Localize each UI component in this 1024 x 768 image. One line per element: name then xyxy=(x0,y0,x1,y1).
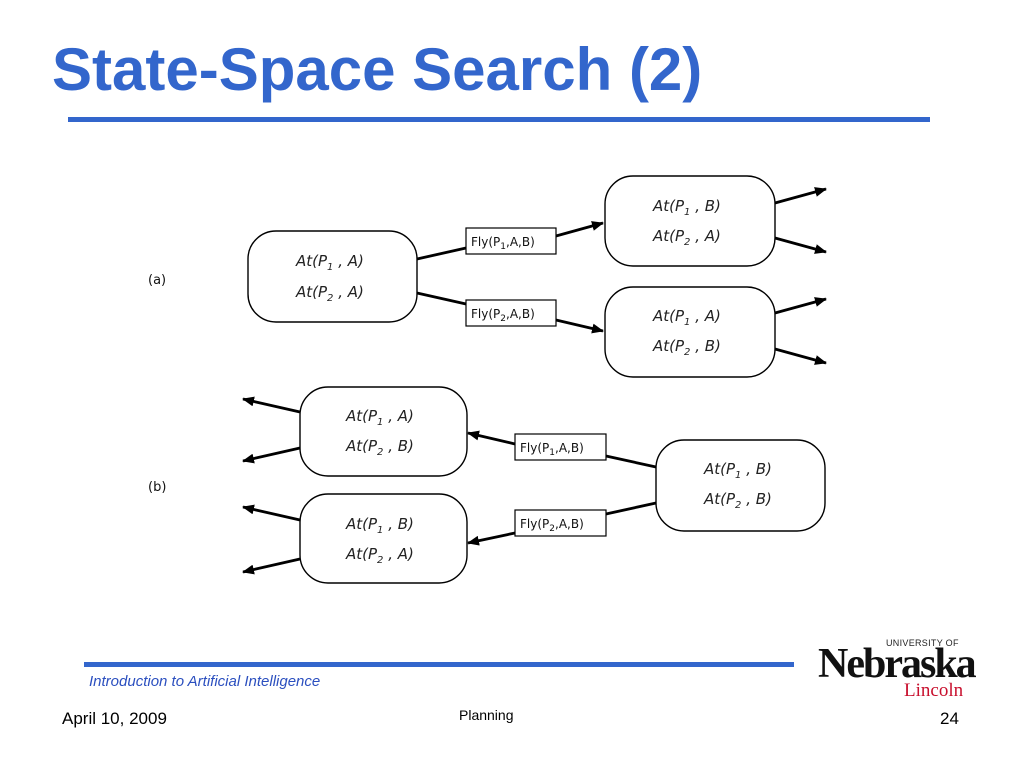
svg-text:Fly(P1,A,B): Fly(P1,A,B) xyxy=(520,441,584,458)
edge-arrow xyxy=(467,531,516,546)
state-node-bottom-result: At(P1 , A) At(P2 , B) xyxy=(604,286,776,378)
outgoing-arrow xyxy=(242,504,301,522)
action-box-fly-p2: Fly(P2,A,B) xyxy=(465,299,557,327)
action-box-fly-p2: Fly(P2,A,B) xyxy=(514,509,607,537)
slide-number: 24 xyxy=(940,709,959,728)
state-line: At(P1 , B) xyxy=(703,460,772,481)
logo-campus: Lincoln xyxy=(904,680,964,701)
edge-arrow xyxy=(555,221,604,238)
university-logo: UNIVERSITY OF Nebraska Lincoln xyxy=(816,636,977,702)
part-a-edges xyxy=(416,187,827,365)
edge-arrow xyxy=(555,318,604,334)
footer-rule xyxy=(84,662,794,667)
outgoing-arrow xyxy=(242,557,301,575)
state-node-top-predecessor: At(P1 , A) At(P2 , B) xyxy=(299,386,468,477)
state-line: At(P2 , A) xyxy=(345,545,414,566)
state-line: At(P2 , A) xyxy=(652,227,721,248)
svg-text:Fly(P2,A,B): Fly(P2,A,B) xyxy=(520,517,584,534)
outgoing-arrow xyxy=(242,446,301,464)
part-b-edges xyxy=(242,396,657,575)
edge xyxy=(416,246,467,261)
state-line: At(P2 , B) xyxy=(345,437,414,458)
course-title: Introduction to Artificial Intelligence xyxy=(89,673,321,690)
slide-date: April 10, 2009 xyxy=(62,709,167,728)
title-underline xyxy=(68,117,930,122)
svg-text:Fly(P2,A,B): Fly(P2,A,B) xyxy=(471,307,535,324)
state-line: At(P1 , A) xyxy=(652,307,721,328)
part-b-label: (b) xyxy=(148,480,166,495)
state-node-top-result: At(P1 , B) At(P2 , A) xyxy=(604,175,776,267)
state-line: At(P1 , B) xyxy=(652,197,721,218)
state-line: At(P1 , A) xyxy=(345,407,414,428)
svg-text:Fly(P1,A,B): Fly(P1,A,B) xyxy=(471,235,535,252)
edge xyxy=(416,291,467,306)
state-line: At(P2 , B) xyxy=(703,490,772,511)
action-box-fly-p1: Fly(P1,A,B) xyxy=(465,227,557,255)
part-a-label: (a) xyxy=(148,273,166,288)
state-node-start: At(P1 , A) At(P2 , A) xyxy=(247,230,418,323)
outgoing-arrow xyxy=(242,396,301,414)
slide-title: State-Space Search (2) xyxy=(52,36,703,103)
state-line: At(P1 , B) xyxy=(345,515,414,536)
state-node-goal: At(P1 , B) At(P2 , B) xyxy=(655,439,826,532)
edge-arrow xyxy=(467,430,516,446)
logo-university-text: UNIVERSITY OF xyxy=(886,638,959,648)
state-node-bottom-predecessor: At(P1 , B) At(P2 , A) xyxy=(299,493,468,584)
state-line: At(P2 , A) xyxy=(295,283,364,304)
outgoing-arrow xyxy=(774,187,827,205)
action-box-fly-p1: Fly(P1,A,B) xyxy=(514,433,607,461)
outgoing-arrow xyxy=(774,297,827,315)
slide-topic: Planning xyxy=(459,707,514,723)
outgoing-arrow xyxy=(774,236,827,254)
state-line: At(P1 , A) xyxy=(295,252,364,273)
logo-name: Nebraska xyxy=(818,641,977,687)
outgoing-arrow xyxy=(774,347,827,365)
state-line: At(P2 , B) xyxy=(652,337,721,358)
edge xyxy=(605,454,657,469)
edge xyxy=(605,501,657,516)
